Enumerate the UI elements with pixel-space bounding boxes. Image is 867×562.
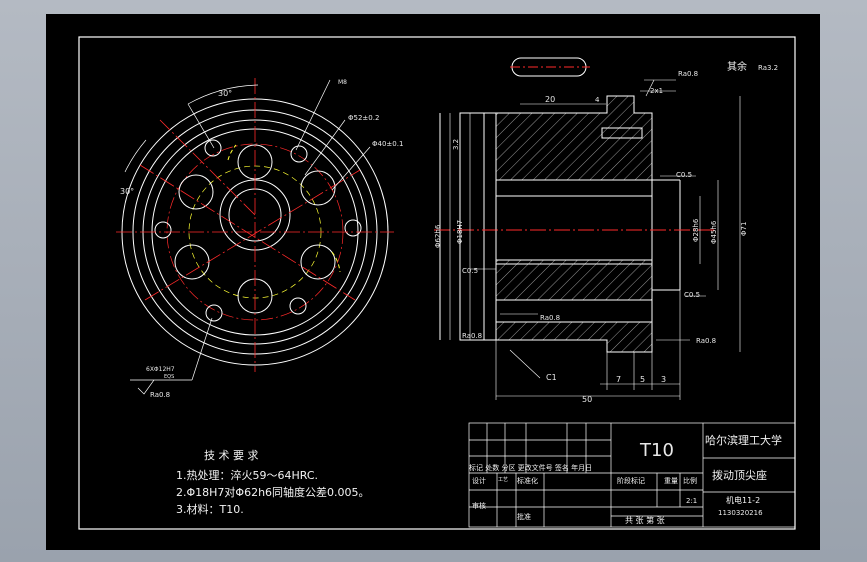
large-hole [178, 174, 214, 210]
bolt-hole [154, 221, 172, 239]
large-hole [174, 244, 210, 280]
holes-eqs: EQS [164, 374, 174, 380]
section-view [439, 57, 681, 353]
bolt-hole [289, 297, 307, 315]
section-dimensions [449, 79, 741, 400]
drawing-number: 机电11-2 [726, 495, 760, 505]
stage-label: 阶段标记 [617, 476, 645, 485]
roughness-top: Ra0.8 [678, 70, 698, 78]
dia-28h6: Φ28h6 [692, 218, 700, 242]
bolt-hole [290, 145, 308, 163]
design-label: 设计 [472, 476, 486, 485]
flange-outline [459, 112, 497, 341]
roughness-mid: Ra0.8 [540, 314, 560, 322]
roughness-label: Ra0.8 [150, 391, 170, 399]
rest-note: 其余 [727, 60, 747, 73]
bolt-hole [344, 219, 362, 237]
requirement-3: 3.材料：T10. [176, 502, 244, 516]
title-block-grid [468, 422, 796, 528]
holes-note: 6XΦ12H7 [146, 366, 175, 373]
revision-headers: 标记 处数 分区 更改文件号 签名 年月日 [469, 463, 592, 472]
dim-50: 50 [582, 395, 592, 404]
large-hole [300, 170, 336, 206]
dim-3-2: 3.2 [452, 139, 460, 150]
hole-note: M8 [338, 79, 347, 86]
scale-value: 2:1 [686, 497, 697, 505]
dim-20: 20 [545, 95, 555, 104]
rest-roughness: Ra3.2 [758, 64, 778, 72]
chamfer-c05-c: C0.5 [684, 291, 700, 299]
sheet-count: 共 张 第 张 [625, 515, 665, 525]
chamfer-c05-b: C0.5 [462, 267, 478, 275]
dia-62h6: Φ62h6 [434, 224, 442, 248]
bolt-hole [205, 304, 223, 322]
dia-outer-label: Φ52±0.2 [348, 114, 379, 122]
hidden-arc [331, 251, 341, 273]
requirement-1: 1.热处理：淬火59～64HRC. [176, 468, 318, 482]
dia-pitch-label: Φ40±0.1 [372, 140, 403, 148]
dia-45h6: Φ45h6 [710, 220, 718, 244]
angle-label-top: 30° [218, 89, 232, 98]
chamfer-c05-a: C0.5 [676, 171, 692, 179]
hatch-middle [495, 259, 653, 301]
scale-label: 比例 [683, 476, 697, 485]
bolt-hole [204, 139, 222, 157]
material-title: T10 [639, 440, 674, 461]
chamfer-c1: C1 [546, 373, 557, 382]
roughness-left: Ra0.8 [462, 332, 482, 340]
university-name: 哈尔滨理工大学 [705, 433, 782, 447]
hatch-lower [495, 321, 653, 353]
part-name: 拨动顶尖座 [712, 468, 767, 482]
dim-5: 5 [640, 375, 645, 384]
dia-71: Φ71 [740, 222, 748, 236]
requirement-2: 2.Φ18H7对Φ62h6同轴度公差0.005。 [176, 485, 370, 499]
hidden-arc [227, 144, 237, 161]
approve-label: 批准 [517, 512, 531, 521]
dia-18h7: Φ18H7 [456, 220, 464, 244]
dim-3: 3 [661, 375, 666, 384]
drawing-border [78, 36, 796, 530]
roughness-symbol [137, 379, 155, 395]
dim-4: 4 [595, 96, 600, 104]
dim-7: 7 [616, 375, 621, 384]
chamfer-2x1: 2x1 [650, 87, 663, 95]
angle-label-left: 30° [120, 187, 134, 196]
set-screw-hole [601, 127, 643, 139]
roughness-right: Ra0.8 [696, 337, 716, 345]
craft-label: 工艺 [498, 477, 508, 483]
center-lines [116, 78, 394, 372]
angle-dimensions [124, 79, 371, 381]
large-hole [300, 244, 336, 280]
weight-label: 重量 [664, 477, 678, 485]
requirements-title: 技 术 要 求 [204, 449, 259, 462]
standardize-label: 标准化 [517, 476, 538, 485]
review-label: 审核 [472, 501, 486, 510]
hatch-upper [495, 95, 653, 181]
student-number: 1130320216 [718, 509, 763, 517]
